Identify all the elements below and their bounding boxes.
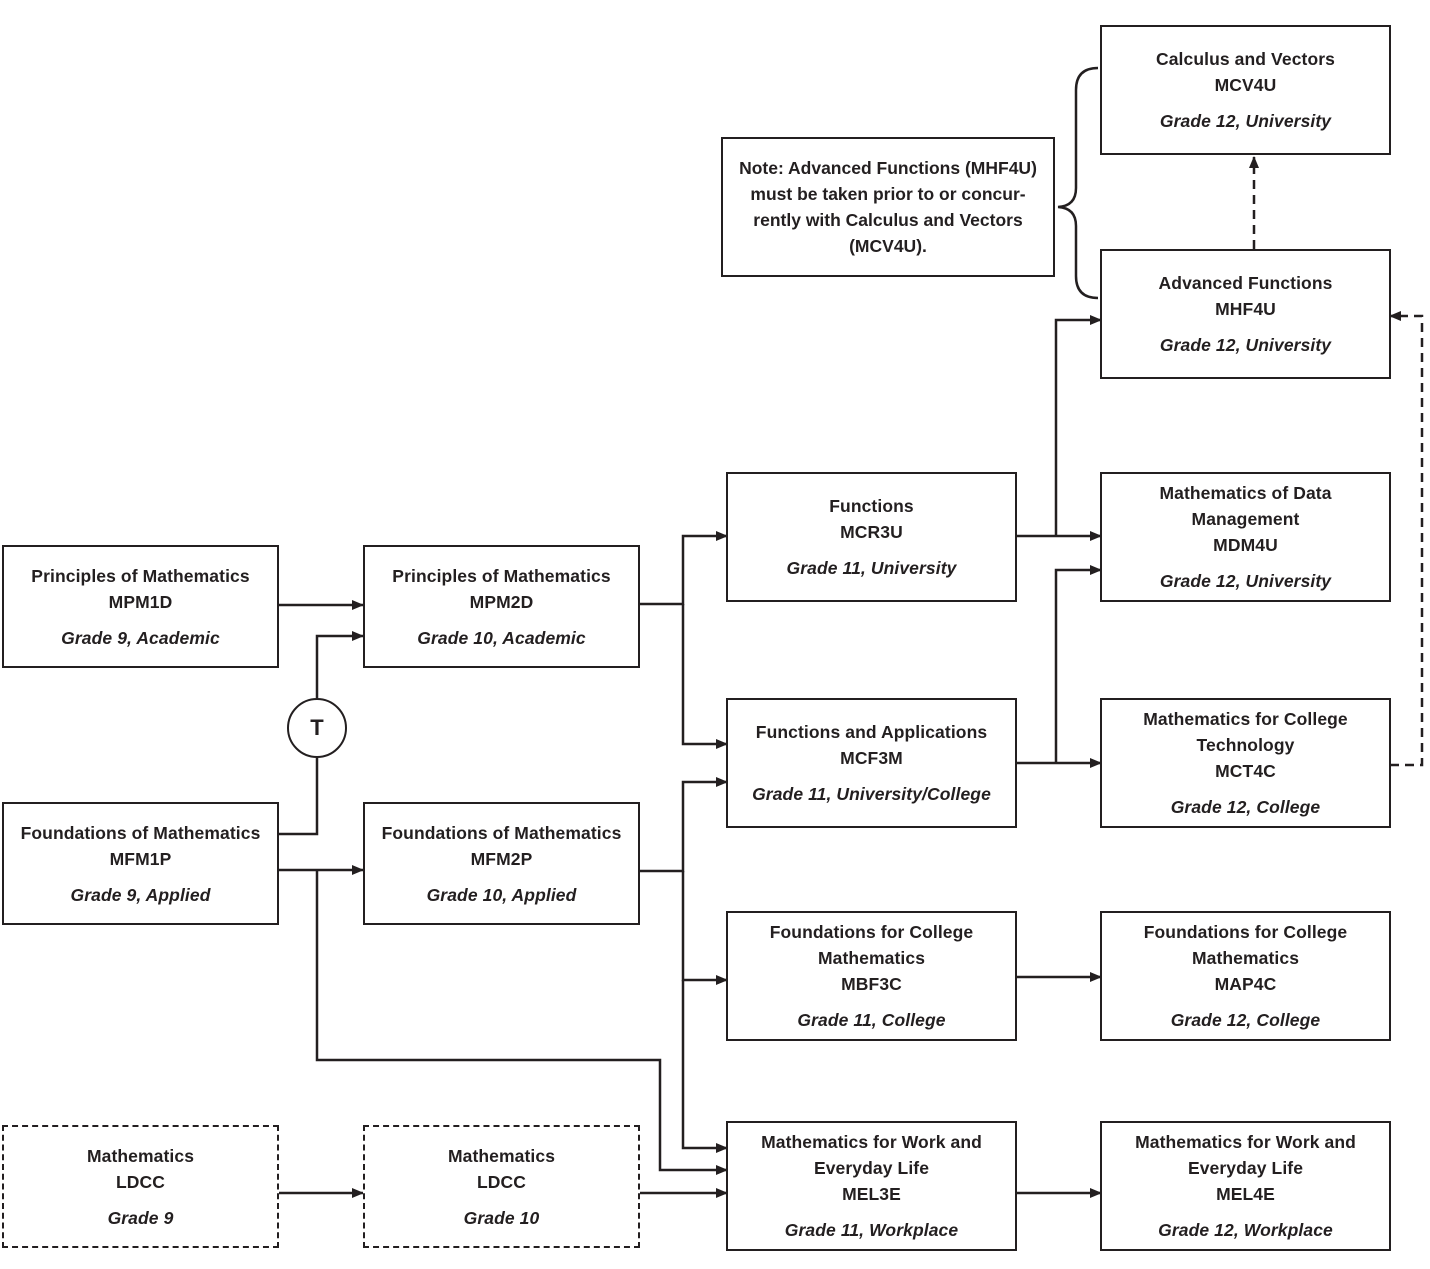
course-title: Mathematics of Data [1159,483,1332,503]
course-grade: Grade 11, Workplace [784,1220,959,1240]
course-code: MCV4U [1214,75,1277,95]
course-grade: Grade 12, University [1159,571,1332,591]
course-box-mfm2p: Foundations of Mathematics MFM2P Grade 1… [363,802,640,925]
course-title: Advanced Functions [1158,273,1333,293]
arrow-mfm2p-to-mel3e [681,980,728,1153]
course-box-mel3e: Mathematics for Work and Everyday Life M… [726,1121,1017,1251]
course-title: Functions and Applications [755,722,988,742]
course-title: Technology [1196,735,1295,755]
prerequisite-note: Note: Advanced Functions (MHF4U) must be… [721,137,1055,277]
course-grade: Grade 9, Academic [61,627,220,648]
arrow-mfm1p-transfer-to-mpm2d [278,758,319,836]
course-grade: Grade 9, Applied [70,884,211,905]
course-title: Mathematics for Work and [761,1132,982,1152]
course-code: MPM1D [108,591,173,612]
course-box-mfm1p: Foundations of Mathematics MFM1P Grade 9… [2,802,279,925]
course-title: Mathematics for Work and [1135,1132,1356,1152]
course-title: Calculus and Vectors [1155,49,1335,69]
course-grade: Grade 12, College [1170,1010,1321,1030]
course-grade: Grade 12, Workplace [1158,1220,1333,1240]
course-title: Foundations for College [769,922,974,942]
course-code: MEL4E [1216,1184,1275,1204]
course-title: Mathematics [86,1145,195,1166]
course-title: Mathematics [817,948,926,968]
arrow-mfm2p-to-mcf3m [639,777,728,873]
course-code: MCF3M [840,748,903,768]
course-code: MPM2D [469,591,534,612]
course-code: MFM2P [470,848,533,869]
course-code: LDCC [476,1171,526,1192]
course-box-mbf3c: Foundations for College Mathematics MBF3… [726,911,1017,1041]
arrow-mcr3u-to-mhf4u [1054,315,1102,536]
course-grade: Grade 11, University/College [752,784,991,804]
course-grade: Grade 10, Applied [426,884,577,905]
arrow-transfer-up-to-mpm2d [315,631,364,698]
course-box-mcv4u: Calculus and Vectors MCV4U Grade 12, Uni… [1100,25,1391,155]
course-grade: Grade 11, University [786,558,957,578]
course-box-ldcc-grade10: Mathematics LDCC Grade 10 [363,1125,640,1248]
course-title: Foundations for College [1143,922,1348,942]
course-title: Everyday Life [813,1158,930,1178]
course-code: MBF3C [841,974,902,994]
arrow-mfm1p-to-mel3e [315,870,728,1175]
course-box-mdm4u: Mathematics of Data Management MDM4U Gra… [1100,472,1391,602]
course-title: Management [1191,509,1300,529]
note-line: (MCV4U). [849,236,927,256]
course-title: Principles of Mathematics [31,565,250,586]
course-code: MCR3U [840,522,903,542]
course-grade: Grade 12, University [1159,111,1332,131]
note-brace [1057,66,1099,300]
transfer-course-marker: T [287,698,347,758]
course-title: Foundations of Mathematics [381,822,622,843]
arrow-mcf3m-to-mdm4u [1054,565,1102,763]
course-title: Everyday Life [1187,1158,1304,1178]
course-code: MHF4U [1215,299,1276,319]
course-title: Mathematics [447,1145,556,1166]
course-code: MDM4U [1213,535,1278,555]
course-box-ldcc-grade9: Mathematics LDCC Grade 9 [2,1125,279,1248]
arrow-mfm2p-to-mbf3c [681,871,728,985]
course-title: Mathematics for College [1143,709,1348,729]
course-box-mpm2d: Principles of Mathematics MPM2D Grade 10… [363,545,640,668]
course-grade: Grade 10, Academic [417,627,586,648]
course-box-mcr3u: Functions MCR3U Grade 11, University [726,472,1017,602]
course-title: Functions [829,496,914,516]
course-box-mct4c: Mathematics for College Technology MCT4C… [1100,698,1391,828]
course-grade: Grade 12, University [1159,335,1332,355]
course-code: MAP4C [1214,974,1277,994]
course-box-mhf4u: Advanced Functions MHF4U Grade 12, Unive… [1100,249,1391,379]
course-code: MEL3E [842,1184,901,1204]
dashed-arrow-mct4c-to-mhf4u [1389,311,1424,767]
note-line: Note: Advanced Functions (MHF4U) [739,158,1037,178]
note-line: rently with Calculus and Vectors [753,210,1023,230]
arrow-mpm2d-to-mcr3u [639,531,728,606]
transfer-label: T [310,715,324,740]
arrow-mpm2d-to-mcf3m [681,604,728,749]
course-grade: Grade 12, College [1170,797,1321,817]
course-grade: Grade 11, College [797,1010,946,1030]
course-title: Principles of Mathematics [392,565,611,586]
course-box-mcf3m: Functions and Applications MCF3M Grade 1… [726,698,1017,828]
course-title: Foundations of Mathematics [20,822,261,843]
course-code: LDCC [115,1171,165,1192]
course-code: MCT4C [1215,761,1276,781]
course-box-mpm1d: Principles of Mathematics MPM1D Grade 9,… [2,545,279,668]
note-line: must be taken prior to or concur- [750,184,1026,204]
course-title: Mathematics [1191,948,1300,968]
course-grade: Grade 9 [107,1207,174,1228]
course-box-map4c: Foundations for College Mathematics MAP4… [1100,911,1391,1041]
course-code: MFM1P [109,848,172,869]
course-grade: Grade 10 [463,1207,540,1228]
course-box-mel4e: Mathematics for Work and Everyday Life M… [1100,1121,1391,1251]
